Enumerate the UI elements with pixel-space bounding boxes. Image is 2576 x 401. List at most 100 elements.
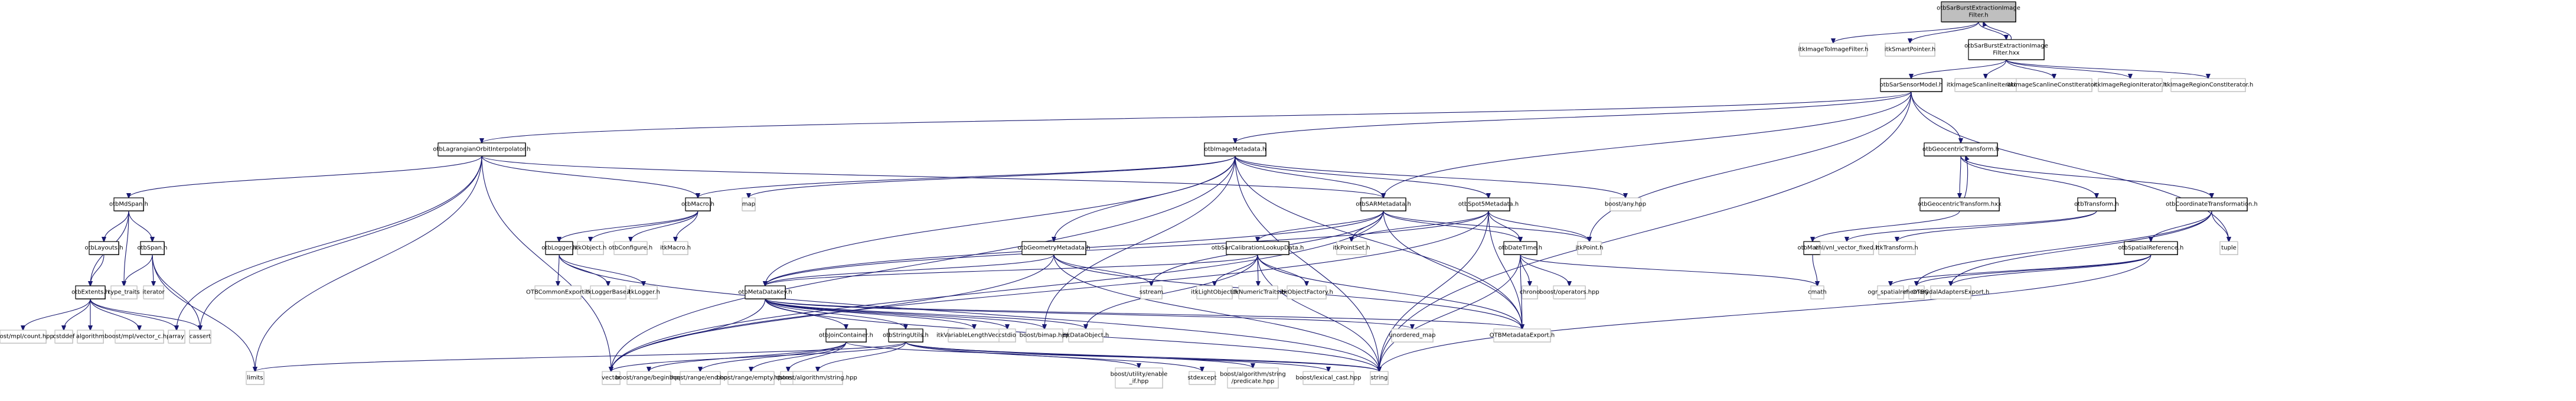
node-itk-smart-pointer: itkSmartPointer.h xyxy=(1885,43,1935,57)
node-label: boost/range/end.hpp xyxy=(670,375,732,382)
node-box xyxy=(115,330,164,344)
edges-layer xyxy=(23,22,2229,371)
node-box xyxy=(1227,367,1279,389)
edge-otb-transform-to-vnl-vector-fixed xyxy=(1847,210,2097,242)
node-otb-transform[interactable]: otbTransform.h xyxy=(2074,197,2119,211)
node-label: ogr_spatialref.h xyxy=(1867,289,1913,296)
edge-otb-sar-sensor-model-to-itk-point xyxy=(1589,91,1912,242)
edge-hxx-to-otb-sar-sensor-model xyxy=(1911,59,2007,79)
edge-otb-spot5-metadata-to-string xyxy=(1379,210,1489,371)
edge-otb-lagrangian-orbit-interpolator-to-otb-macro xyxy=(481,155,698,198)
node-label: itkImageScanlineIterator.h xyxy=(1947,82,2025,89)
node-box xyxy=(54,330,73,344)
edge-otb-meta-data-key-to-cstdio xyxy=(765,298,1007,329)
edge-otb-date-time-to-cmath xyxy=(1520,254,1817,286)
node-boost-lexical-cast: boost/lexical_cast.hpp xyxy=(1296,371,1361,385)
node-boost-any: boost/any.hpp xyxy=(1605,197,1646,211)
node-otb-spatial-reference[interactable]: otbSpatialReference.h xyxy=(2118,241,2184,255)
node-otb-join-container[interactable]: otbJoinContainer.h xyxy=(819,328,873,343)
node-label: boost/utility/enable xyxy=(1111,371,1168,378)
node-label: ostream xyxy=(776,375,800,382)
node-otb-coordinate-transformation[interactable]: otbCoordinateTransformation.h xyxy=(2166,197,2258,211)
node-label: iterator xyxy=(142,289,165,296)
node-otb-string-utils[interactable]: otbStringUtils.h xyxy=(883,328,929,343)
edge-root-to-hxx xyxy=(1978,21,2006,40)
node-otb-lagrangian-orbit-interpolator[interactable]: otbLagrangianOrbitInterpolator.h xyxy=(433,142,531,157)
edge-otb-lagrangian-orbit-interpolator-to-cassert xyxy=(200,155,482,330)
edge-otb-string-utils-to-boost-algorithm-string xyxy=(818,341,906,371)
node-label: cassert xyxy=(190,334,211,340)
node-otb-layouts[interactable]: otbLayouts.h xyxy=(84,241,123,255)
node-label: itkImageScanlineConstIterator.h xyxy=(2007,82,2102,89)
node-box xyxy=(1140,285,1163,299)
node-otb-geometry-metadata[interactable]: otbGeometryMetadata.h xyxy=(1017,241,1091,255)
node-otb-sar-sensor-model[interactable]: otbSarSensorModel.h xyxy=(1880,78,1943,92)
node-label: itkSmartPointer.h xyxy=(1885,47,1935,53)
edge-root-to-itk-smart-pointer xyxy=(1910,21,1979,43)
node-otbmetadata-export: OTBMetadataExport.h xyxy=(1490,328,1555,343)
node-box xyxy=(1196,285,1233,299)
edge-otb-md-span-to-otb-layouts xyxy=(104,210,129,242)
node-label: itkTransform.h xyxy=(1876,245,1918,252)
node-label: otbConfigure.h xyxy=(609,245,652,252)
node-otb-sarmetadata[interactable]: otbSARMetadata.h xyxy=(1356,197,1411,211)
edge-otb-sarmetadata-to-otbmetadata-export xyxy=(1383,210,1522,329)
node-box xyxy=(2176,197,2248,211)
node-label: otbLayouts.h xyxy=(84,245,123,252)
node-box xyxy=(1609,197,1641,211)
edge-otb-sarmetadata-to-itk-point xyxy=(1383,210,1589,242)
node-label: stdexcept xyxy=(1187,375,1216,382)
edge-otb-math-to-cmath xyxy=(1812,254,1817,286)
node-box xyxy=(545,241,573,255)
node-otb-extents[interactable]: otbExtents.h xyxy=(71,285,109,299)
node-label: otbGeometryMetadata.h xyxy=(1017,245,1090,252)
edge-otb-extents-to-cassert xyxy=(90,298,200,330)
node-label: cstddef xyxy=(53,334,75,340)
node-box xyxy=(1553,285,1586,299)
node-otb-math[interactable]: otbMath.h xyxy=(1798,241,1828,255)
node-label: OTBMetadataExport.h xyxy=(1490,332,1555,339)
node-label: otbSARMetadata.h xyxy=(1356,201,1411,208)
edge-otb-coordinate-transformation-to-memory xyxy=(1917,210,2212,286)
edge-otb-string-utils-to-boost-lexical-cast xyxy=(905,341,1328,371)
node-otb-meta-data-key[interactable]: otbMetaDataKey.h xyxy=(738,285,792,299)
edge-otb-extents-to-boost-mpl-count xyxy=(23,298,91,330)
node-unordered-map: unordered_map xyxy=(1389,328,1435,343)
node-label: otbExtents.h xyxy=(71,289,109,296)
edge-otb-geometry-metadata-to-string xyxy=(1053,254,1379,371)
node-otb-geocentric-transform-hxx[interactable]: otbGeocentricTransform.hxx xyxy=(1918,197,2002,211)
node-vector: vector xyxy=(602,371,621,385)
node-label: itkMacro.h xyxy=(660,245,691,252)
edge-otb-sarmetadata-to-otb-date-time xyxy=(1383,210,1520,242)
node-label: otbSpatialReference.h xyxy=(2118,245,2184,252)
node-box xyxy=(143,285,164,299)
edge-otb-md-span-to-otb-span xyxy=(128,210,152,242)
node-otb-geocentric-transform[interactable]: otbGeocentricTransform.h xyxy=(1922,142,1999,157)
node-otb-image-metadata[interactable]: otbImageMetadata.h xyxy=(1204,142,1266,157)
node-label: itkObjectFactory.h xyxy=(1280,289,1333,296)
node-otb-spot5-metadata[interactable]: otbSpot5Metadata.h xyxy=(1458,197,1519,211)
edge-otb-date-time-to-boost-operators xyxy=(1520,254,1569,286)
node-itk-logger: itkLogger.h xyxy=(627,285,660,299)
node-otb-span[interactable]: otbSpan.h xyxy=(137,241,168,255)
edge-hxx-to-root xyxy=(1983,22,2012,40)
node-otb-macro[interactable]: otbMacro.h xyxy=(681,197,714,211)
edge-otb-spot5-metadata-to-itk-point-set xyxy=(1351,210,1489,242)
node-box xyxy=(75,285,106,299)
node-box xyxy=(1577,241,1602,255)
node-boost-range-empty: boost/range/empty.hpp xyxy=(717,371,785,385)
node-box xyxy=(1908,285,1925,299)
node-box xyxy=(998,328,1016,343)
node-label: otbGeocentricTransform.h xyxy=(1922,146,1999,153)
node-otb-md-span[interactable]: otbMdSpan.h xyxy=(109,197,148,211)
edge-otb-span-to-limits xyxy=(152,254,255,371)
node-boost-predicate: boost/algorithm/string/predicate.hpp xyxy=(1220,367,1286,389)
edge-otb-image-metadata-to-otbmetadata-export xyxy=(1235,155,1522,329)
node-otb-date-time[interactable]: otbDateTime.h xyxy=(1498,241,1542,255)
edge-otb-coordinate-transformation-to-otb-spatial-reference xyxy=(2151,210,2212,242)
node-otb-logger[interactable]: otbLogger.h xyxy=(541,241,577,255)
node-cmath: cmath xyxy=(1808,285,1827,299)
node-otb-sar-calibration-lookup-data[interactable]: otbSarCalibrationLookupData.h xyxy=(1212,241,1304,255)
